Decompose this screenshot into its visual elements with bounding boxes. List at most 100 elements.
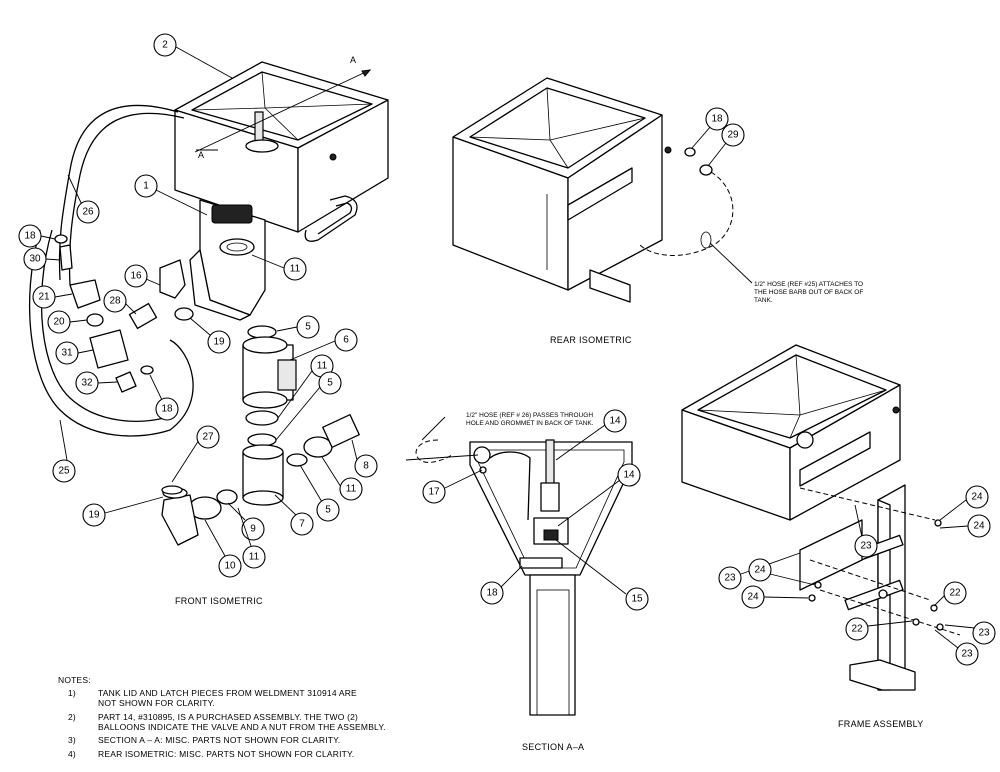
balloon-front-21-label: 21 bbox=[38, 292, 50, 303]
balloon-section-14a bbox=[603, 409, 627, 433]
note-4-number: 4) bbox=[68, 749, 76, 759]
balloon-frame-23c bbox=[972, 621, 996, 645]
note-4-line-1: REAR ISOMETRIC: MISC. PARTS NOT SHOWN FO… bbox=[98, 749, 354, 759]
section-hose-note-line-1: 1/2" HOSE (REF # 26) PASSES THROUGH bbox=[466, 412, 593, 419]
notes-block: NOTES: 1) TANK LID AND LATCH PIECES FROM… bbox=[58, 675, 386, 759]
balloon-front-19b-label: 19 bbox=[88, 510, 100, 521]
balloon-front-18a bbox=[18, 224, 42, 248]
balloon-frame-22b bbox=[845, 617, 869, 641]
balloon-front-5a-label: 5 bbox=[305, 322, 311, 333]
balloon-section-17-label: 17 bbox=[428, 487, 440, 498]
frame-assembly-view bbox=[681, 344, 961, 691]
balloon-frame-24b-label: 24 bbox=[973, 521, 985, 532]
balloon-front-11c-label: 11 bbox=[346, 484, 357, 495]
balloon-section-14a-label: 14 bbox=[609, 416, 621, 427]
note-2-number: 2) bbox=[68, 712, 76, 722]
balloon-section-18-label: 18 bbox=[486, 588, 498, 599]
balloon-section-15-label: 15 bbox=[631, 594, 643, 605]
balloon-front-9-label: 9 bbox=[250, 524, 256, 535]
balloon-frame-24d bbox=[741, 585, 765, 609]
note-1-number: 1) bbox=[68, 688, 76, 698]
rear-hose-note-line-1: 1/2" HOSE (REF #25) ATTACHES TO bbox=[754, 281, 863, 288]
balloon-front-19a-label: 19 bbox=[213, 337, 225, 348]
balloon-front-1 bbox=[134, 174, 158, 198]
balloon-front-16 bbox=[124, 264, 148, 288]
balloon-frame-23c-label: 23 bbox=[978, 628, 990, 639]
balloon-front-11a-label: 11 bbox=[290, 264, 301, 275]
notes-heading: NOTES: bbox=[58, 675, 91, 685]
balloon-frame-24a-label: 24 bbox=[971, 492, 983, 503]
balloon-front-26 bbox=[76, 200, 100, 224]
section-hose-note: 1/2" HOSE (REF # 26) PASSES THROUGH HOLE… bbox=[421, 412, 594, 441]
balloon-frame-24a bbox=[965, 485, 989, 509]
balloon-front-32-label: 32 bbox=[81, 378, 93, 389]
balloon-section-18 bbox=[480, 581, 504, 605]
balloon-front-7 bbox=[290, 512, 314, 536]
balloon-section-14b-label: 14 bbox=[623, 470, 635, 481]
note-3-line-1: SECTION A – A: MISC. PARTS NOT SHOWN FOR… bbox=[98, 735, 341, 745]
balloon-front-11d bbox=[242, 545, 266, 569]
frame-assembly-title: FRAME ASSEMBLY bbox=[838, 719, 924, 729]
balloon-front-18b-label: 18 bbox=[161, 404, 173, 415]
balloon-front-11d-label: 11 bbox=[249, 552, 260, 563]
balloon-front-21 bbox=[32, 285, 56, 309]
balloon-front-1-label: 1 bbox=[143, 181, 149, 192]
rear-isometric-view bbox=[452, 77, 753, 303]
balloon-frame-23b-label: 23 bbox=[724, 573, 736, 584]
balloon-front-6-label: 6 bbox=[343, 335, 349, 346]
balloon-rear-29 bbox=[721, 123, 745, 147]
balloon-frame-24d-label: 24 bbox=[747, 592, 759, 603]
section-a-a-view bbox=[405, 439, 633, 716]
balloon-front-26-label: 26 bbox=[82, 207, 94, 218]
section-a-a-title: SECTION A–A bbox=[522, 742, 584, 752]
balloon-front-2 bbox=[153, 33, 177, 57]
balloon-front-10 bbox=[218, 554, 242, 578]
balloon-frame-22b-label: 22 bbox=[851, 624, 863, 635]
rear-hose-note-line-3: TANK. bbox=[754, 297, 773, 304]
balloon-front-30-label: 30 bbox=[29, 254, 41, 265]
balloon-front-6 bbox=[334, 328, 358, 352]
balloon-front-27 bbox=[196, 425, 220, 449]
balloon-frame-23d-label: 23 bbox=[961, 649, 973, 660]
frame-balloons: 24 24 23 23 24 24 22 22 23 23 bbox=[718, 485, 996, 666]
balloon-front-18a-label: 18 bbox=[24, 231, 36, 242]
balloon-rear-18-label: 18 bbox=[711, 114, 723, 125]
front-balloons: 2 1 26 18 30 16 21 28 20 31 32 18 bbox=[18, 33, 378, 578]
section-balloons: 14 14 17 18 15 bbox=[422, 409, 649, 611]
balloon-front-28 bbox=[103, 289, 127, 313]
balloon-front-8-label: 8 bbox=[363, 461, 369, 472]
balloon-front-32 bbox=[75, 371, 99, 395]
rear-balloons: 18 29 bbox=[691, 107, 745, 167]
note-3-number: 3) bbox=[68, 735, 76, 745]
balloon-frame-22a-label: 22 bbox=[949, 588, 961, 599]
balloon-front-31-label: 31 bbox=[61, 348, 73, 359]
rear-hose-note-line-2: THE HOSE BARB OUT OF BACK OF bbox=[754, 289, 863, 296]
balloon-front-31 bbox=[55, 341, 79, 365]
balloon-front-16-label: 16 bbox=[130, 271, 142, 282]
balloon-front-2-label: 2 bbox=[162, 40, 168, 51]
note-2-line-2: BALLOONS INDICATE THE VALVE AND A NUT FR… bbox=[98, 722, 386, 732]
balloon-front-19a bbox=[207, 330, 231, 354]
section-marker-a-top: A bbox=[350, 55, 356, 65]
balloon-frame-23a-label: 23 bbox=[860, 541, 872, 552]
balloon-front-11c bbox=[339, 477, 363, 501]
balloon-frame-23b bbox=[718, 566, 742, 590]
balloon-front-5c bbox=[316, 498, 340, 522]
balloon-front-7-label: 7 bbox=[299, 519, 305, 530]
balloon-front-8 bbox=[354, 454, 378, 478]
balloon-front-25-label: 25 bbox=[58, 466, 70, 477]
balloon-front-30 bbox=[23, 247, 47, 271]
balloon-front-10-label: 10 bbox=[224, 561, 236, 572]
balloon-front-27-label: 27 bbox=[202, 432, 214, 443]
balloon-frame-23a bbox=[854, 534, 878, 558]
balloon-front-11a bbox=[283, 257, 307, 281]
balloon-frame-24c bbox=[748, 558, 772, 582]
balloon-section-15 bbox=[625, 587, 649, 611]
balloon-front-25 bbox=[52, 459, 76, 483]
balloon-rear-18 bbox=[705, 107, 729, 131]
balloon-rear-29-label: 29 bbox=[727, 130, 739, 141]
balloon-section-17 bbox=[422, 480, 446, 504]
balloon-front-5b bbox=[318, 371, 342, 395]
balloon-front-28-label: 28 bbox=[109, 296, 121, 307]
